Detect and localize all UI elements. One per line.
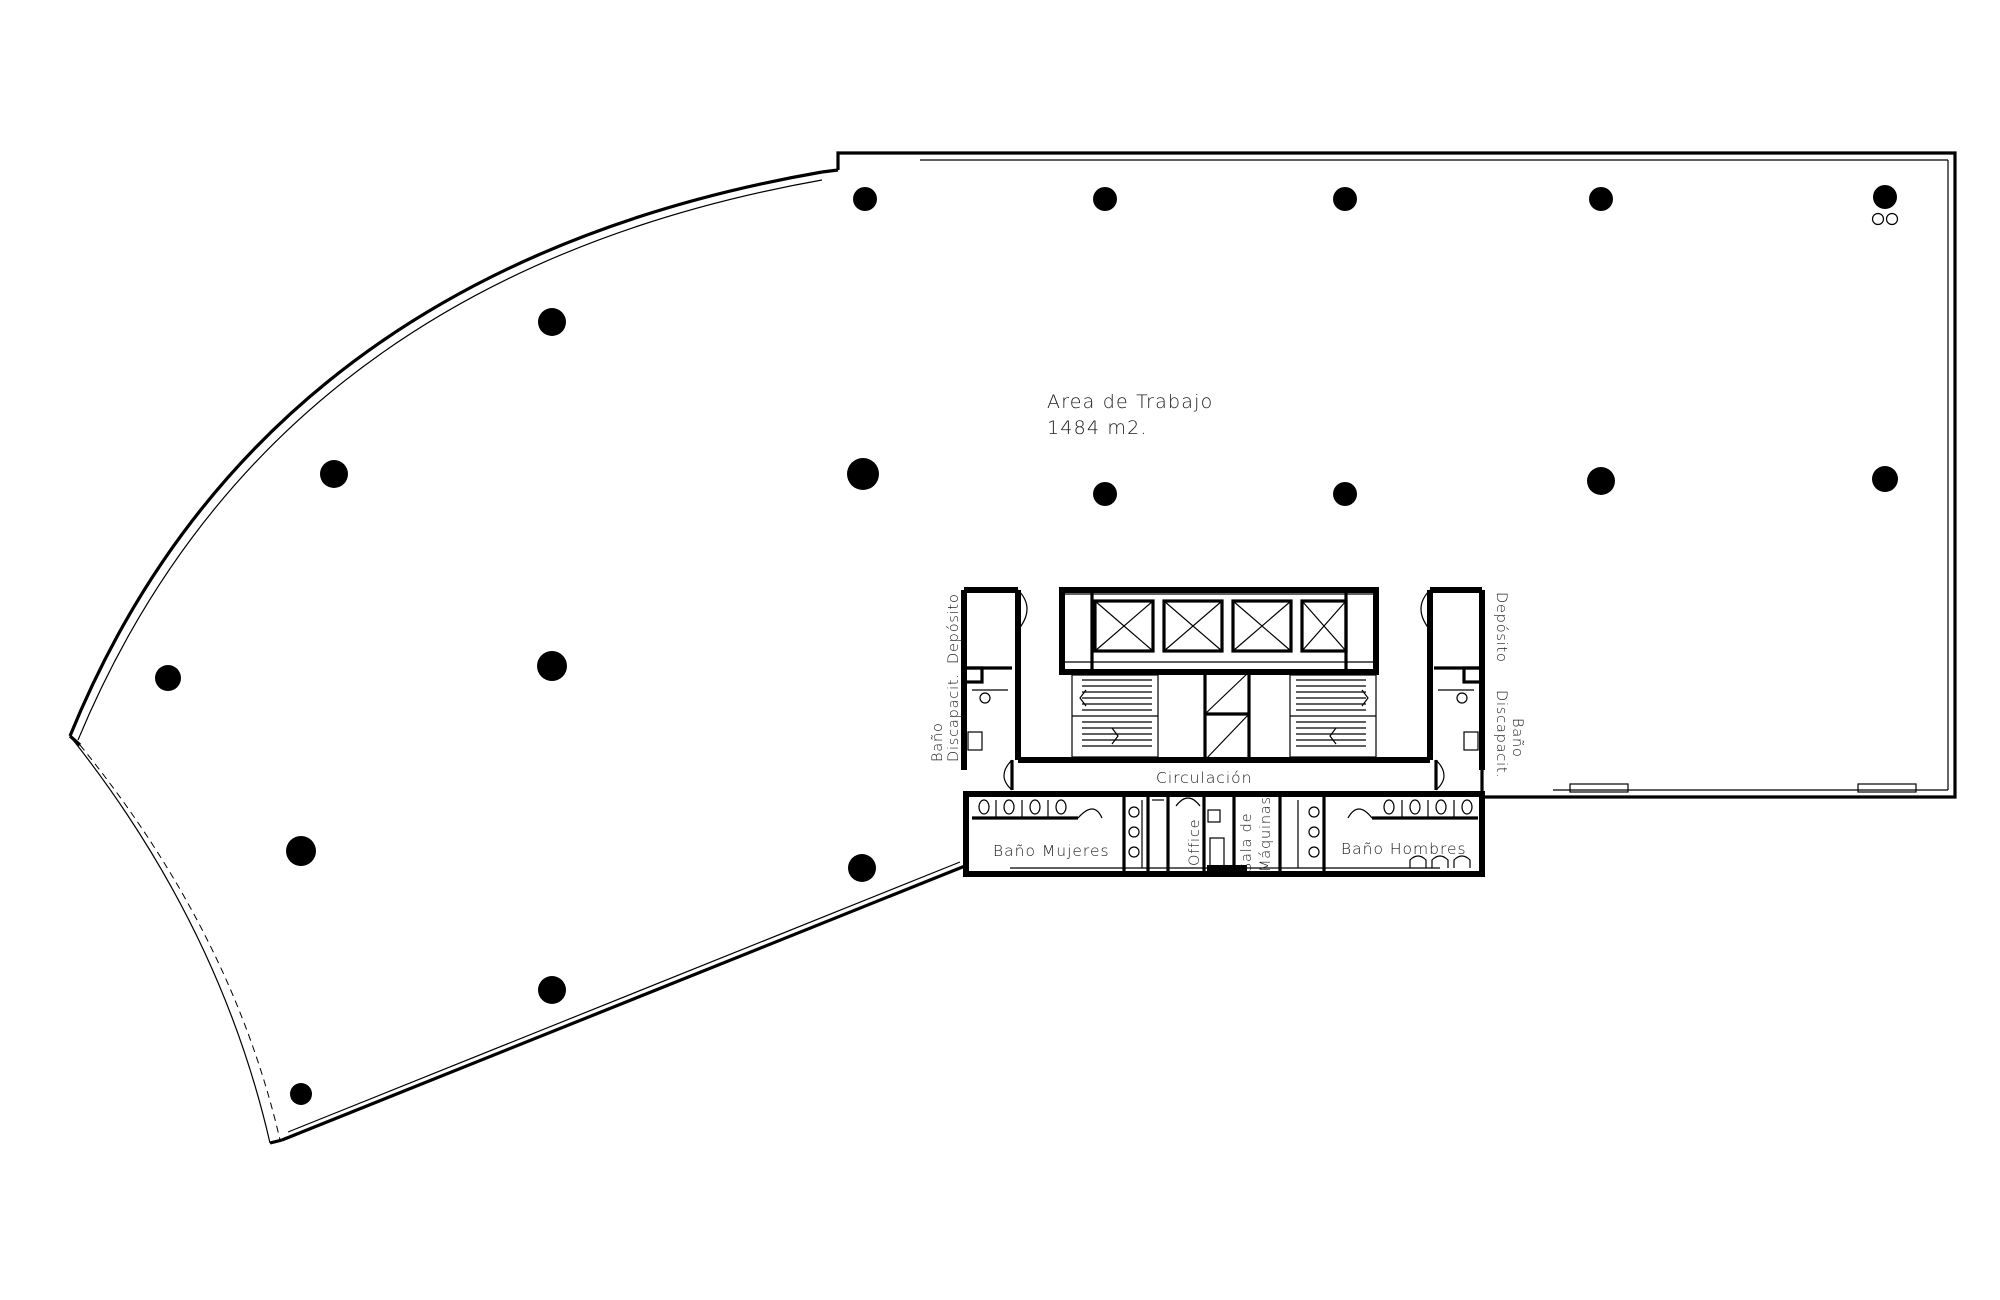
right-service-wing xyxy=(1420,587,1485,797)
circulation-label: Circulación xyxy=(1156,769,1252,787)
column xyxy=(538,976,566,1004)
machine-room-label-line1: Sala de xyxy=(1239,813,1255,872)
building-outline xyxy=(68,151,1957,1145)
column xyxy=(1872,466,1898,492)
column xyxy=(155,665,181,691)
accessible-restroom-right-label-line2: Discapacit. xyxy=(1493,690,1509,779)
elevator-cars xyxy=(1093,599,1348,653)
column xyxy=(537,651,567,681)
area-size-label: 1484 m2. xyxy=(1047,417,1148,439)
restroom-band xyxy=(963,791,1485,877)
accessible-restroom-left-label-line2: Discapacit. xyxy=(946,673,962,762)
area-name-label: Area de Trabajo xyxy=(1047,391,1213,413)
column xyxy=(1333,482,1357,506)
storage-right-label: Depósito xyxy=(1493,592,1509,663)
stairs-left xyxy=(1071,674,1159,758)
column xyxy=(1333,187,1357,211)
column xyxy=(538,308,566,336)
labels: Area de Trabajo 1484 m2. Circulación Bañ… xyxy=(930,391,1525,872)
column xyxy=(1093,482,1117,506)
column xyxy=(848,854,876,882)
storage-left-label: Depósito xyxy=(946,593,962,664)
column xyxy=(320,460,348,488)
machine-room-label-line2: Máquinas xyxy=(1258,796,1274,872)
accessible-restroom-right-label-line1: Baño xyxy=(1509,718,1525,758)
column xyxy=(1093,187,1117,211)
column xyxy=(1873,185,1897,209)
column xyxy=(853,187,877,211)
service-core xyxy=(961,587,1485,877)
column xyxy=(286,836,316,866)
column xyxy=(1587,467,1615,495)
womens-restroom-label: Baño Mujeres xyxy=(993,842,1110,860)
accessible-restroom-left-label-line1: Baño xyxy=(930,722,946,762)
structural-columns xyxy=(155,185,1899,1105)
left-service-wing xyxy=(961,587,1028,791)
column xyxy=(1589,187,1613,211)
office-label: Office xyxy=(1187,819,1203,866)
column xyxy=(847,458,879,490)
column xyxy=(290,1083,312,1105)
mens-restroom-label: Baño Hombres xyxy=(1341,840,1467,858)
stairs-right xyxy=(1289,674,1377,758)
